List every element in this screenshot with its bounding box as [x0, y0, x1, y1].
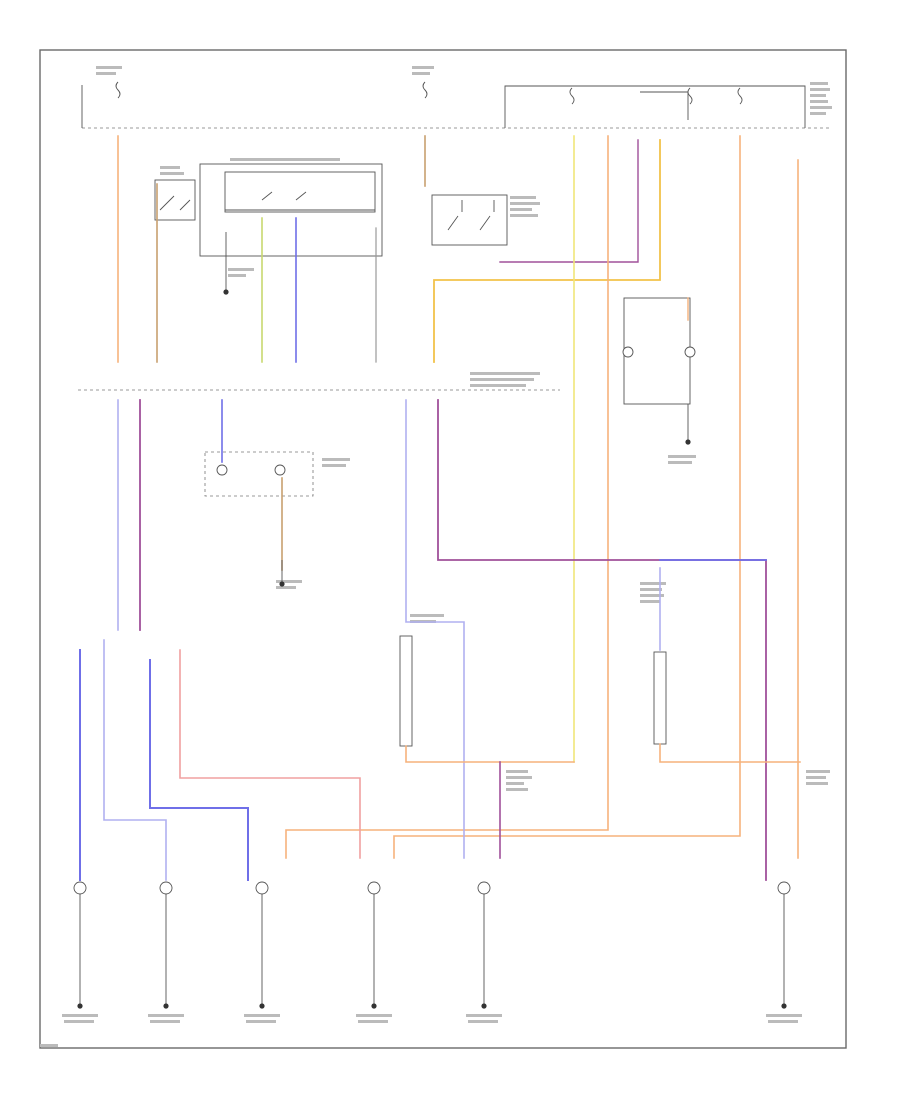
lamp-symbol	[274, 464, 286, 476]
label-marks	[40, 66, 832, 1047]
lamp-row	[73, 881, 791, 895]
fuse-symbol	[422, 81, 428, 99]
lamp-symbol	[216, 464, 228, 476]
fuse-symbol	[569, 87, 575, 105]
fuse-symbol	[115, 81, 121, 99]
lamp-symbol	[622, 346, 634, 358]
switch-housing	[653, 651, 667, 745]
switch-assembly	[199, 163, 383, 257]
fuse-symbol	[737, 87, 743, 105]
fuse-symbol	[687, 87, 693, 105]
wire-purple-relay	[499, 139, 639, 263]
switch-assembly-inner	[224, 171, 376, 213]
wire-orange-right-switch	[659, 743, 801, 763]
relay-housing	[431, 194, 508, 246]
switch-contact	[159, 195, 191, 211]
switch-housing	[399, 635, 413, 747]
switch-contact	[261, 191, 307, 201]
wire-gold	[433, 139, 661, 363]
wire-blue-lamp3	[149, 659, 249, 881]
ground-label-marks	[62, 1014, 802, 1023]
wire-lightblue-center	[405, 399, 465, 859]
wire-orange-right	[285, 135, 609, 859]
relay-feed-line	[504, 85, 806, 128]
lamp-pair-housing	[204, 451, 314, 497]
switch-housing	[154, 179, 196, 221]
ground-symbols	[77, 289, 787, 1009]
relay-contacts	[447, 200, 495, 231]
ground-drops	[79, 232, 785, 1004]
wire-pink	[179, 649, 361, 859]
wire-purple-center	[437, 399, 767, 881]
lamp-symbol	[684, 346, 696, 358]
wire-lightblue-lamp2	[103, 639, 167, 881]
diagram-frame	[39, 49, 847, 1049]
relay-box	[640, 91, 689, 120]
wire-orange-right-2	[393, 135, 741, 859]
lamp-module	[623, 297, 691, 405]
wire-orange-switch	[405, 745, 575, 763]
